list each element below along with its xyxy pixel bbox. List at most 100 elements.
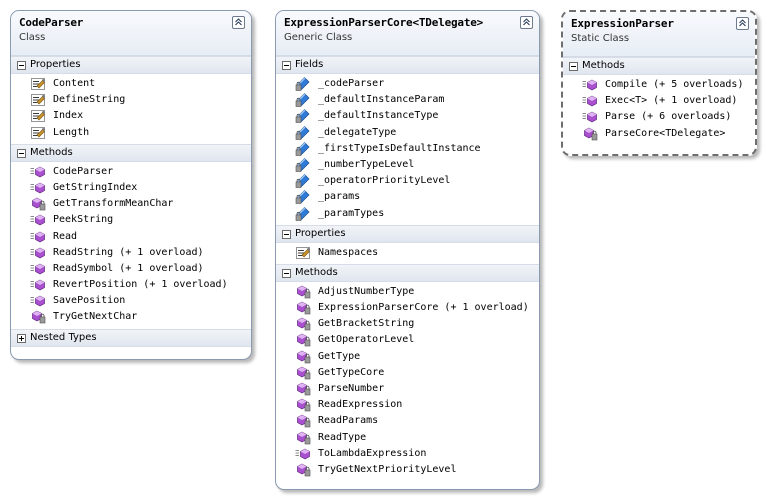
property-icon	[30, 93, 46, 107]
member-name: PeekString	[53, 214, 114, 226]
member-item[interactable]: Parse (+ 6 overloads)	[563, 109, 755, 125]
nested-types-section-header[interactable]: Nested Types	[11, 328, 251, 347]
member-item[interactable]: SavePosition	[11, 293, 251, 309]
member-item[interactable]: Compile (+ 5 overloads)	[563, 77, 755, 93]
member-item[interactable]: Content	[11, 76, 251, 92]
class-title: ExpressionParserCore<TDelegate>	[284, 16, 484, 29]
member-name: Parse (+ 6 overloads)	[605, 111, 732, 123]
member-item[interactable]: _firstTypeIsDefaultInstance	[276, 141, 539, 157]
member-name: SavePosition	[53, 295, 126, 307]
properties-section-header[interactable]: Properties	[276, 224, 539, 243]
collapse-minus-icon[interactable]	[17, 61, 26, 70]
expression-parser-core-class-box[interactable]: ExpressionParserCore<TDelegate> Generic …	[275, 10, 540, 490]
member-item[interactable]: RevertPosition (+ 1 overload)	[11, 277, 251, 293]
private-method-icon	[295, 431, 311, 445]
member-item[interactable]: _codeParser	[276, 76, 539, 92]
private-method-icon	[295, 382, 311, 396]
code-parser-header: CodeParser Class	[11, 11, 251, 56]
section-label: Properties	[295, 227, 346, 239]
expand-plus-icon[interactable]	[17, 333, 26, 343]
property-icon	[30, 126, 46, 140]
method-icon	[30, 213, 46, 227]
member-item[interactable]: TryGetNextChar	[11, 309, 251, 325]
member-item[interactable]: ToLambdaExpression	[276, 446, 539, 462]
section-label: Nested Types	[30, 331, 97, 343]
member-item[interactable]: AdjustNumberType	[276, 284, 539, 300]
member-item[interactable]: ExpressionParserCore (+ 1 overload)	[276, 300, 539, 316]
member-item[interactable]: ReadSymbol (+ 1 overload)	[11, 261, 251, 277]
member-item[interactable]: _operatorPriorityLevel	[276, 173, 539, 189]
method-icon	[582, 110, 598, 124]
collapse-minus-icon[interactable]	[282, 229, 291, 239]
member-item[interactable]: Namespaces	[276, 245, 539, 261]
member-name: ParseCore<TDelegate>	[605, 127, 726, 139]
member-item[interactable]: ReadExpression	[276, 397, 539, 413]
methods-section-header[interactable]: Methods	[11, 143, 251, 162]
method-icon	[582, 78, 598, 92]
fields-section-header[interactable]: Fields	[276, 56, 539, 74]
collapse-minus-icon[interactable]	[282, 61, 291, 70]
member-name: ReadType	[318, 431, 367, 443]
member-item[interactable]: DefineString	[11, 92, 251, 108]
member-item[interactable]: TryGetNextPriorityLevel	[276, 462, 539, 478]
collapse-chevron-icon[interactable]	[232, 16, 245, 29]
member-name: ReadParams	[318, 415, 379, 427]
member-item[interactable]: _paramTypes	[276, 206, 539, 222]
member-name: _defaultInstanceType	[318, 110, 439, 122]
field-icon	[295, 141, 311, 156]
class-title: ExpressionParser	[571, 17, 674, 30]
member-name: _numberTypeLevel	[318, 158, 415, 170]
field-icon	[295, 206, 311, 221]
member-item[interactable]: GetBracketString	[276, 316, 539, 332]
member-item[interactable]: ReadType	[276, 430, 539, 446]
member-item[interactable]: _delegateType	[276, 125, 539, 141]
member-item[interactable]: CodeParser	[11, 164, 251, 180]
member-item[interactable]: ParseCore<TDelegate>	[563, 126, 755, 142]
collapse-chevron-icon[interactable]	[520, 16, 533, 29]
method-icon	[295, 447, 311, 461]
class-kind: Generic Class	[284, 32, 353, 43]
method-icon	[582, 94, 598, 108]
member-item[interactable]: _numberTypeLevel	[276, 157, 539, 173]
member-name: Compile (+ 5 overloads)	[605, 79, 744, 90]
section-label: Methods	[295, 266, 338, 278]
member-item[interactable]: PeekString	[11, 212, 251, 228]
member-item[interactable]: ReadString (+ 1 overload)	[11, 245, 251, 261]
member-name: _operatorPriorityLevel	[318, 175, 451, 187]
member-item[interactable]: ReadParams	[276, 413, 539, 429]
method-icon	[30, 230, 46, 244]
private-method-icon	[295, 414, 311, 428]
member-item[interactable]: _defaultInstanceParam	[276, 92, 539, 108]
field-icon	[295, 157, 311, 172]
collapse-chevron-icon[interactable]	[736, 17, 749, 30]
member-item[interactable]: GetTransformMeanChar	[11, 196, 251, 212]
properties-section-header[interactable]: Properties	[11, 56, 251, 74]
collapse-minus-icon[interactable]	[282, 268, 291, 278]
property-icon	[30, 77, 46, 91]
class-kind: Static Class	[571, 33, 630, 44]
member-item[interactable]: GetStringIndex	[11, 180, 251, 196]
member-name: ReadExpression	[318, 399, 403, 411]
member-item[interactable]: GetTypeCore	[276, 365, 539, 381]
member-name: ToLambdaExpression	[318, 447, 427, 459]
field-icon	[295, 174, 311, 188]
member-item[interactable]: GetType	[276, 349, 539, 365]
member-item[interactable]: Read	[11, 229, 251, 245]
member-item[interactable]: _defaultInstanceType	[276, 108, 539, 124]
member-item[interactable]: Exec<T> (+ 1 overload)	[563, 93, 755, 109]
property-icon	[295, 246, 311, 260]
member-item[interactable]: GetOperatorLevel	[276, 332, 539, 348]
expression-parser-class-box[interactable]: ExpressionParser Static Class Methods Co…	[561, 10, 757, 156]
member-item[interactable]: Length	[11, 125, 251, 141]
member-item[interactable]: ParseNumber	[276, 381, 539, 397]
member-item[interactable]: _params	[276, 189, 539, 205]
method-icon	[30, 181, 46, 195]
member-item[interactable]: Index	[11, 108, 251, 124]
methods-section-header[interactable]: Methods	[276, 263, 539, 282]
methods-section-header[interactable]: Methods	[563, 57, 755, 75]
collapse-minus-icon[interactable]	[17, 148, 26, 158]
member-name: GetOperatorLevel	[318, 334, 415, 346]
collapse-minus-icon[interactable]	[569, 62, 578, 71]
